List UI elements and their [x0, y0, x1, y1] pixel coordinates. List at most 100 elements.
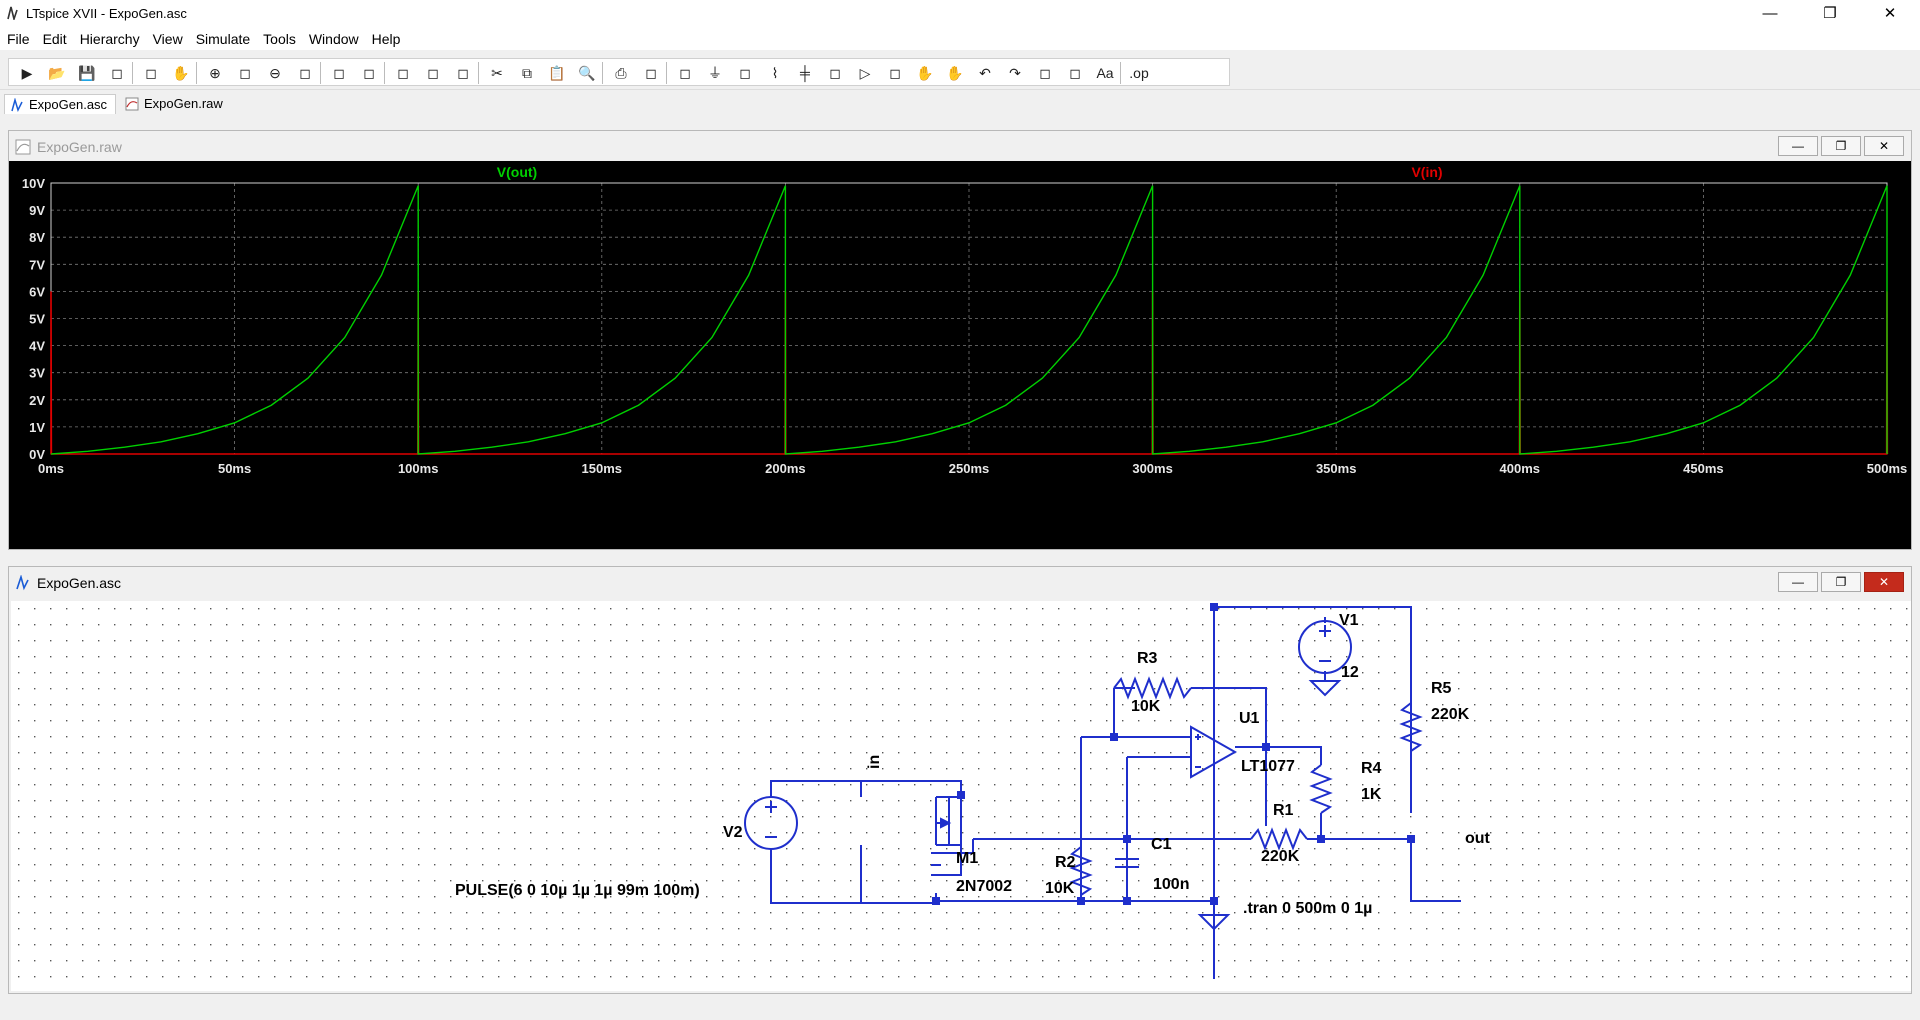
menu-tools[interactable]: Tools [263, 31, 296, 47]
undo-icon[interactable]: ↶ [979, 65, 991, 81]
print-setup-icon[interactable]: ◻ [645, 65, 657, 81]
r1-name[interactable]: R1 [1273, 802, 1294, 819]
v2-name[interactable]: V2 [723, 824, 743, 841]
menu-view[interactable]: View [152, 31, 183, 47]
r2-value[interactable]: 10K [1045, 880, 1075, 897]
menu-file[interactable]: File [7, 31, 30, 47]
r5-name[interactable]: R5 [1431, 680, 1452, 697]
toolbar-separator [196, 62, 197, 84]
x-tick-label: 300ms [1132, 461, 1172, 476]
menu-help[interactable]: Help [371, 31, 401, 47]
component-icon[interactable]: ◻ [889, 65, 901, 81]
r2-name[interactable]: R2 [1055, 854, 1076, 871]
spice-directive-icon[interactable]: .op [1129, 65, 1149, 81]
tile-vertical-icon[interactable]: ◻ [457, 65, 469, 81]
run-icon[interactable]: ▶ [21, 65, 33, 81]
c1-value[interactable]: 100n [1153, 876, 1189, 893]
y-tick-label: 5V [29, 312, 45, 327]
find-icon[interactable]: 🔍 [578, 65, 596, 81]
tab-expogen-asc[interactable]: ExpoGen.asc [4, 94, 116, 114]
u1-name[interactable]: U1 [1239, 710, 1260, 727]
zoom-pan-icon[interactable]: ◻ [239, 65, 251, 81]
r4-name[interactable]: R4 [1361, 760, 1382, 777]
wire-icon[interactable]: ◻ [679, 65, 691, 81]
move-icon[interactable]: ✋ [916, 65, 934, 81]
redo-icon[interactable]: ↷ [1009, 65, 1021, 81]
m1-name[interactable]: M1 [956, 850, 978, 867]
text-icon[interactable]: Aa [1096, 65, 1114, 81]
x-tick-label: 100ms [398, 461, 438, 476]
rotate-icon[interactable]: ◻ [1039, 65, 1051, 81]
trace-label-vin[interactable]: V(in) [1411, 164, 1442, 180]
spice-directive[interactable]: .tran 0 500m 0 1µ [1243, 900, 1372, 917]
plot-maximize-button[interactable]: ❐ [1821, 136, 1861, 156]
trace-label-vout[interactable]: V(out) [497, 164, 537, 180]
menu-window[interactable]: Window [308, 31, 359, 47]
resistor-icon[interactable]: ⌇ [771, 65, 779, 81]
tile-horizontal-icon[interactable]: ◻ [397, 65, 409, 81]
x-tick-label: 450ms [1683, 461, 1723, 476]
m1-value[interactable]: 2N7002 [956, 878, 1012, 895]
y-tick-label: 9V [29, 203, 45, 218]
x-tick-label: 0ms [38, 461, 64, 476]
r3-value[interactable]: 10K [1131, 698, 1161, 715]
plot-minimize-button[interactable]: — [1778, 136, 1818, 156]
schematic-canvas[interactable]: V1 12 R3 10K R5 220K U1 LT1077 R4 1K R1 … [11, 601, 1911, 991]
print-icon[interactable]: ⎙ [615, 65, 627, 81]
waveform-icon [125, 97, 139, 111]
minimize-button[interactable]: — [1762, 5, 1778, 22]
grid-icon[interactable]: ◻ [363, 65, 375, 81]
ltspice-app-icon [7, 6, 18, 20]
cut-icon[interactable]: ✂ [491, 65, 503, 81]
schematic-minimize-button[interactable]: — [1778, 572, 1818, 592]
zoom-fit-icon[interactable]: ◻ [299, 65, 311, 81]
control-panel-icon[interactable]: ◻ [111, 65, 123, 81]
v2-value[interactable]: PULSE(6 0 10µ 1µ 1µ 99m 100m) [455, 882, 700, 899]
waveform-icon [15, 139, 31, 155]
cascade-icon[interactable]: ◻ [427, 65, 439, 81]
trace-vout [50, 185, 1888, 455]
paste-icon[interactable]: 📋 [548, 65, 566, 81]
plot-close-button[interactable]: ✕ [1864, 136, 1904, 156]
halt-icon[interactable]: ◻ [145, 65, 157, 81]
ground-icon[interactable]: ⏚ [708, 65, 722, 81]
schematic-close-button[interactable]: ✕ [1864, 572, 1904, 592]
save-icon[interactable]: 💾 [78, 65, 96, 81]
close-button[interactable]: ✕ [1883, 5, 1897, 22]
v1-value[interactable]: 12 [1341, 664, 1359, 681]
zoom-in-icon[interactable]: ⊕ [209, 65, 221, 81]
drag-icon[interactable]: ✋ [946, 65, 964, 81]
menu-simulate[interactable]: Simulate [195, 31, 251, 47]
net-label-in[interactable]: in [866, 755, 883, 769]
r2-resistor [1069, 846, 1093, 896]
pan-icon[interactable]: ✋ [172, 65, 190, 81]
tab-expogen-raw[interactable]: ExpoGen.raw [120, 94, 232, 114]
v1-name[interactable]: V1 [1339, 612, 1359, 629]
u1-value[interactable]: LT1077 [1241, 758, 1295, 775]
net-label-out[interactable]: out [1465, 830, 1491, 847]
restore-button[interactable]: ❐ [1823, 5, 1837, 22]
toolbar-separator [602, 62, 603, 84]
r3-name[interactable]: R3 [1137, 650, 1158, 667]
c1-name[interactable]: C1 [1151, 836, 1172, 853]
open-icon[interactable]: 📂 [48, 65, 66, 81]
inductor-icon[interactable]: ◻ [829, 65, 841, 81]
plot-background [9, 161, 1911, 549]
zoom-out-icon[interactable]: ⊖ [269, 65, 281, 81]
document-tabs: ExpoGen.asc ExpoGen.raw [0, 92, 1920, 116]
menu-hierarchy[interactable]: Hierarchy [79, 31, 140, 47]
label-net-icon[interactable]: ◻ [739, 65, 751, 81]
schematic-maximize-button[interactable]: ❐ [1821, 572, 1861, 592]
r4-value[interactable]: 1K [1361, 786, 1382, 803]
menu-edit[interactable]: Edit [42, 31, 67, 47]
r5-value[interactable]: 220K [1431, 706, 1470, 723]
capacitor-icon[interactable]: ╪ [800, 65, 810, 81]
toolbar-separator [478, 62, 479, 84]
autorange-icon[interactable]: ◻ [333, 65, 345, 81]
diode-icon[interactable]: ▷ [859, 65, 871, 81]
mirror-icon[interactable]: ◻ [1069, 65, 1081, 81]
copy-icon[interactable]: ⧉ [522, 65, 532, 81]
y-tick-label: 6V [29, 284, 45, 299]
r1-value[interactable]: 220K [1261, 848, 1300, 865]
